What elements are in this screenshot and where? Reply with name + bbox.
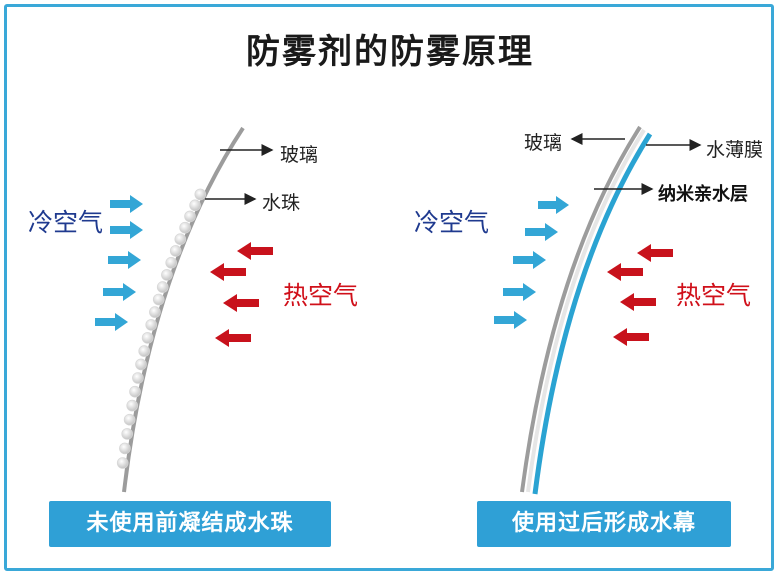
- water-droplet: [149, 306, 161, 318]
- cold-arrow: [513, 251, 546, 269]
- cold-arrow: [110, 195, 143, 213]
- water-droplet: [161, 269, 173, 281]
- outer-frame: [4, 4, 774, 571]
- water-droplet: [165, 256, 177, 269]
- water-droplet: [145, 319, 157, 331]
- left-cold-air-label: 冷空气: [28, 208, 104, 237]
- left-glass-curve: [122, 126, 245, 493]
- left-cold-arrows: [95, 195, 143, 331]
- left-caption: 未使用前凝结成水珠: [49, 501, 331, 547]
- cold-arrow: [108, 251, 141, 269]
- water-droplet: [119, 442, 131, 455]
- left-panel: [95, 126, 274, 493]
- hot-arrow: [237, 242, 273, 260]
- hot-arrow: [613, 328, 649, 346]
- water-droplet: [194, 188, 207, 201]
- water-droplet: [116, 457, 129, 469]
- left-hot-air-label: 热空气: [283, 281, 359, 310]
- water-droplets: [116, 188, 207, 469]
- water-droplet: [141, 332, 154, 344]
- water-droplet: [189, 199, 201, 212]
- left-hot-arrows: [210, 242, 273, 347]
- water-droplet: [123, 413, 136, 426]
- water-droplet: [132, 372, 144, 384]
- water-droplet: [174, 233, 187, 245]
- water-droplet: [129, 385, 141, 398]
- cold-arrow: [110, 221, 143, 239]
- right-caption: 使用过后形成水幕: [477, 501, 731, 547]
- right-water-film: [532, 132, 653, 495]
- hot-arrow: [607, 263, 643, 281]
- right-cold-air-label: 冷空气: [414, 208, 490, 237]
- hot-arrow: [223, 294, 259, 312]
- right-hot-air-label: 热空气: [676, 281, 752, 310]
- right-panel: [494, 125, 702, 495]
- water-droplet: [138, 345, 150, 357]
- cold-arrow: [95, 313, 128, 331]
- left-glass-label: 玻璃: [280, 144, 319, 166]
- right-hot-arrows: [607, 244, 673, 346]
- right-cold-arrows: [494, 196, 569, 329]
- water-droplet: [135, 358, 147, 371]
- right-nano-layer-label: 纳米亲水层: [658, 184, 748, 205]
- water-droplet: [184, 210, 196, 223]
- hot-arrow: [215, 329, 251, 347]
- hot-arrow: [620, 293, 656, 311]
- right-water-film-label: 水薄膜: [706, 139, 764, 161]
- water-droplet: [156, 281, 169, 293]
- cold-arrow: [103, 283, 136, 301]
- water-droplet: [126, 399, 138, 412]
- water-droplet: [169, 245, 182, 257]
- water-droplet: [121, 428, 133, 440]
- right-glass-curve: [520, 125, 642, 493]
- hot-arrow: [210, 263, 246, 281]
- page-title: 防雾剂的防雾原理: [246, 32, 534, 72]
- cold-arrow: [525, 223, 558, 241]
- cold-arrow: [503, 283, 536, 301]
- right-glass-inner: [526, 128, 646, 493]
- left-droplet-label: 水珠: [262, 192, 301, 214]
- right-glass-label: 玻璃: [524, 132, 563, 154]
- water-droplet: [179, 221, 191, 234]
- cold-arrow: [538, 196, 569, 214]
- hot-arrow: [637, 244, 673, 262]
- cold-arrow: [494, 311, 527, 329]
- water-droplet: [152, 293, 165, 306]
